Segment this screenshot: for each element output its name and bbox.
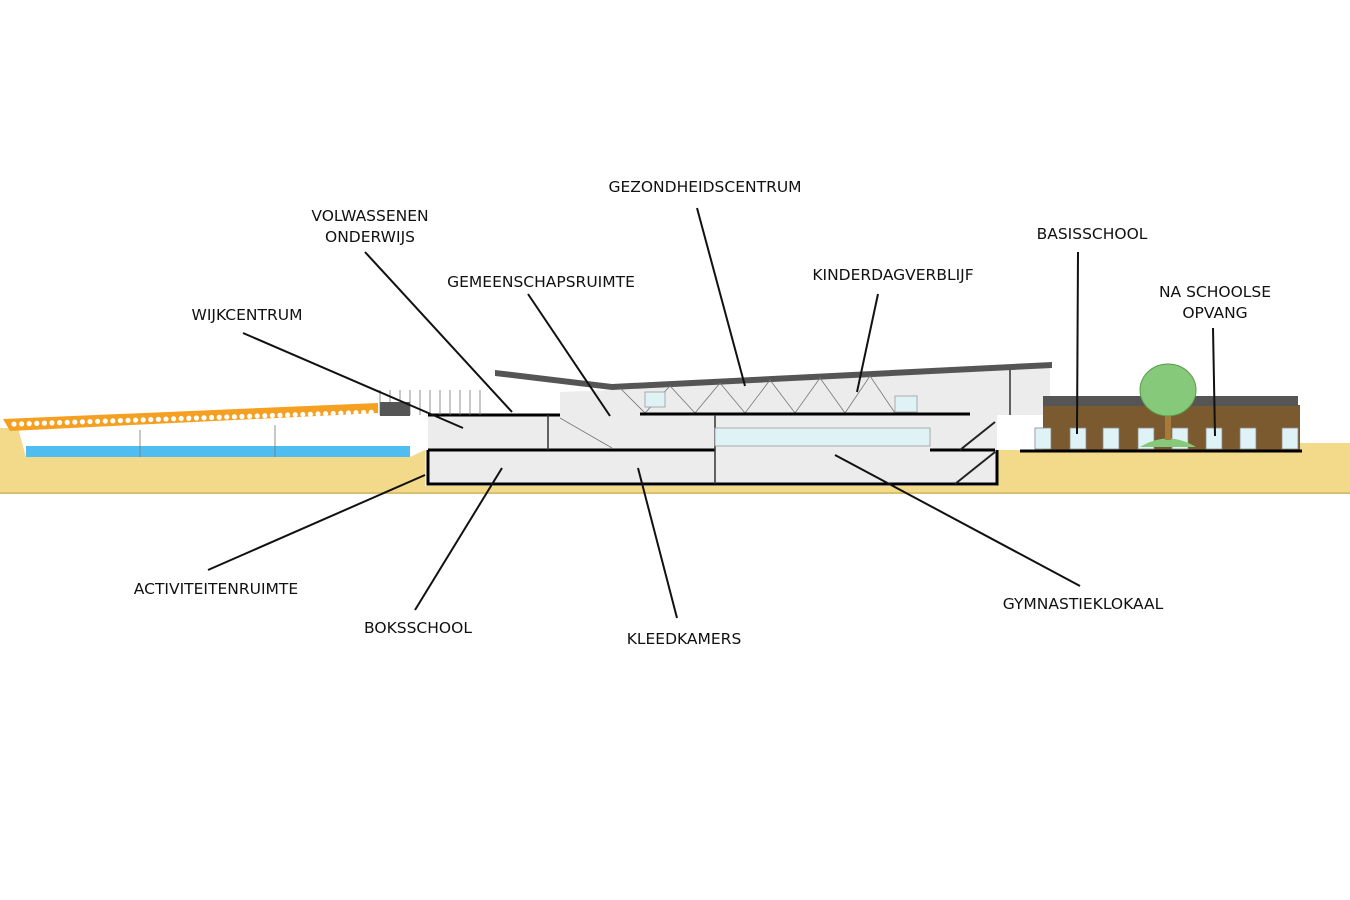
school-window xyxy=(1034,427,1052,450)
ramp-hole xyxy=(269,412,275,419)
ground-right xyxy=(425,443,1350,493)
ramp-hole xyxy=(247,413,253,419)
ramp-hole xyxy=(292,412,298,418)
label-activiteitenruimte: ACTIVITEITENRUIMTE xyxy=(134,580,298,598)
ramp-hole xyxy=(155,416,161,422)
label-kleedkamers: KLEEDKAMERS xyxy=(627,630,742,648)
main-building xyxy=(379,362,1052,486)
label-gezondheidscentrum: GEZONDHEIDSCENTRUM xyxy=(608,178,801,196)
school-window xyxy=(1102,427,1120,450)
ramp-hole xyxy=(57,420,63,426)
label-kinderdagverblijf: KINDERDAGVERBLIJF xyxy=(812,266,973,284)
ramp-hole xyxy=(353,410,359,416)
ramp-hole xyxy=(41,420,48,426)
ramp-hole xyxy=(323,411,329,417)
ramp-hole xyxy=(345,410,351,416)
ramp-perforations xyxy=(11,409,374,427)
ramp-hole xyxy=(11,421,17,427)
label-wijkcentrum: WIJKCENTRUM xyxy=(192,306,303,324)
ramp-hole xyxy=(133,417,139,423)
ramp-hole xyxy=(49,420,55,426)
ramp-hole xyxy=(140,417,146,423)
ramp-hole xyxy=(178,415,184,422)
ramp-hole xyxy=(171,416,177,422)
school-window xyxy=(1281,427,1299,450)
label-boksschool: BOKSSCHOOL xyxy=(364,619,472,637)
ramp-hole xyxy=(224,414,230,420)
label-basisschool: BASISSCHOOL xyxy=(1037,225,1148,243)
ramp-hole xyxy=(34,420,40,426)
ramp-hole xyxy=(254,413,260,419)
roof xyxy=(495,362,1052,390)
ground xyxy=(0,428,425,493)
ramp-hole xyxy=(231,414,237,420)
ramp-hole xyxy=(262,413,268,419)
label-gemeenschapsruimte: GEMEENSCHAPSRUIMTE xyxy=(447,273,635,291)
ramp-hole xyxy=(338,410,344,416)
ramp-hole xyxy=(102,418,108,424)
label-na-schoolse: NA SCHOOLSE xyxy=(1159,283,1271,301)
tree xyxy=(1139,363,1197,417)
label-volwassenen: VOLWASSENEN xyxy=(311,207,428,225)
ramp-hole xyxy=(209,414,215,421)
ramp-hole xyxy=(125,417,131,423)
ramp-hole xyxy=(95,418,101,424)
ramp-hole xyxy=(26,421,32,427)
ramp-hole xyxy=(19,421,25,427)
label-gymnastieklokaal: GYMNASTIEKLOKAAL xyxy=(1003,595,1164,613)
ramp-hole xyxy=(193,415,199,421)
ramp-hole xyxy=(368,409,374,415)
ramp-hole xyxy=(361,409,367,416)
ramp-hole xyxy=(117,417,123,424)
leader-lines xyxy=(207,207,1216,619)
label-onderwijs: ONDERWIJS xyxy=(325,228,415,246)
ramp-hole xyxy=(315,411,321,417)
ramp-hole xyxy=(277,412,283,418)
ramp-hole xyxy=(72,419,78,425)
ramp-hole xyxy=(110,418,116,424)
ramp-hole xyxy=(300,411,306,418)
ramp-hole xyxy=(216,414,222,420)
ramp-hole xyxy=(307,411,313,417)
ramp-hole xyxy=(79,419,85,425)
ramp-hole xyxy=(87,418,93,425)
water-pool xyxy=(26,446,410,457)
ramp-hole xyxy=(163,416,169,422)
ramp-hole xyxy=(186,415,192,421)
ramp-hole xyxy=(201,415,207,421)
school-window xyxy=(1239,427,1257,450)
ramp-hole xyxy=(330,410,336,417)
ramp-hole xyxy=(64,419,70,425)
ramp-hole xyxy=(285,412,291,418)
basisschool-building xyxy=(1020,363,1302,453)
ramp-hole xyxy=(239,413,245,420)
ramp-hole xyxy=(148,416,154,423)
label-opvang: OPVANG xyxy=(1182,304,1247,322)
